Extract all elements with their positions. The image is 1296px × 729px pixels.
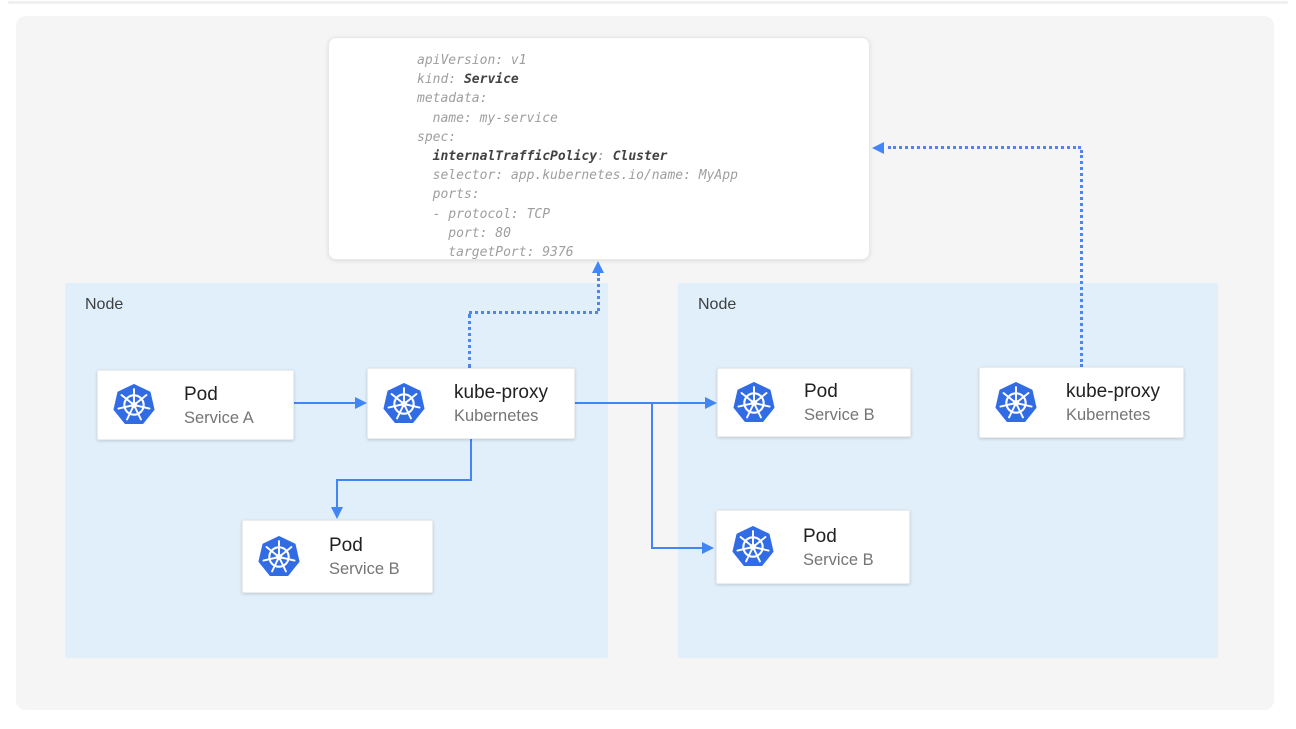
- dotted-line-kube-proxy-right-across: [888, 146, 1081, 149]
- card-subtitle: Service B: [329, 560, 400, 578]
- card-title: Pod: [803, 525, 837, 547]
- yaml-code-line: ports:: [417, 187, 480, 203]
- card-title: Pod: [184, 383, 218, 405]
- node-left: Node: [65, 283, 608, 658]
- yaml-code-line: port: 80: [417, 225, 511, 241]
- dotted-arrowhead-into-yaml-bottom: [592, 261, 604, 273]
- yaml-code-line: targetPort: 9376: [417, 245, 574, 261]
- card-subtitle: Kubernetes: [1066, 406, 1151, 424]
- kube-proxy-down-line: [470, 439, 472, 481]
- arrow-pod-a-to-kube-proxy: [294, 402, 356, 404]
- kube-proxy-down-line-2: [336, 481, 338, 508]
- dotted-line-kube-proxy-left-across: [469, 311, 598, 314]
- yaml-code-line: selector: app.kubernetes.io/name: MyApp: [417, 168, 738, 184]
- card-title: Pod: [804, 381, 838, 402]
- card-title: Pod: [329, 535, 363, 556]
- dotted-arrowhead-into-yaml-right: [872, 142, 884, 154]
- kubernetes-icon: [113, 384, 155, 426]
- card-subtitle: Service B: [804, 406, 875, 424]
- card-pod-service-b-left: Pod Service B: [242, 520, 433, 593]
- service-yaml-card: apiVersion: v1 kind: Service metadata: nam…: [328, 37, 870, 260]
- dotted-line-kube-proxy-left-up: [468, 314, 471, 368]
- yaml-code-line: metadata:: [417, 91, 488, 107]
- top-divider: [8, 1, 1288, 4]
- yaml-code-line: - protocol: TCP: [417, 206, 551, 222]
- yaml-code-line: apiVersion: v1: [417, 53, 527, 68]
- arrowhead-into-pod-right-top: [705, 397, 717, 409]
- kubernetes-icon: [383, 382, 425, 425]
- card-pod-service-b-right-bottom: Pod Service B: [716, 510, 910, 584]
- card-title: kube-proxy: [1066, 381, 1160, 402]
- kubernetes-icon: [258, 535, 300, 578]
- dotted-line-kube-proxy-right-up: [1080, 150, 1083, 367]
- card-title: kube-proxy: [454, 382, 548, 403]
- kube-proxy-left-line: [336, 479, 472, 481]
- kubernetes-icon: [995, 381, 1037, 424]
- card-subtitle: Service A: [184, 408, 254, 427]
- node-right: Node: [678, 283, 1218, 658]
- yaml-code-line: internalTrafficPolicy: Cluster: [432, 149, 668, 165]
- node-left-label: Node: [85, 296, 124, 313]
- kubernetes-icon: [732, 526, 774, 568]
- branch-line-horizontal: [651, 547, 703, 549]
- arrow-kube-proxy-to-pod-right-top: [575, 402, 706, 404]
- card-subtitle: Service B: [803, 550, 874, 569]
- arrowhead-into-pod-b-left: [331, 507, 343, 519]
- arrowhead-into-kube-proxy-left: [355, 397, 367, 409]
- card-pod-service-a: Pod Service A: [97, 370, 294, 440]
- yaml-code-line: spec:: [417, 129, 457, 145]
- branch-line-vertical: [651, 403, 653, 547]
- yaml-code: apiVersion: v1 kind: Service metadata: nam…: [417, 51, 869, 262]
- node-right-label: Node: [698, 296, 737, 313]
- card-kube-proxy-right: kube-proxy Kubernetes: [979, 367, 1184, 438]
- arrowhead-into-pod-right-bottom: [702, 542, 714, 554]
- yaml-code-line: kind: Service: [417, 72, 519, 88]
- dotted-line-into-yaml-bottom: [597, 273, 600, 311]
- card-kube-proxy-left: kube-proxy Kubernetes: [367, 368, 575, 439]
- card-subtitle: Kubernetes: [454, 407, 539, 425]
- card-pod-service-b-right-top: Pod Service B: [717, 368, 911, 437]
- kubernetes-icon: [733, 381, 775, 424]
- yaml-code-line: name: my-service: [417, 110, 558, 126]
